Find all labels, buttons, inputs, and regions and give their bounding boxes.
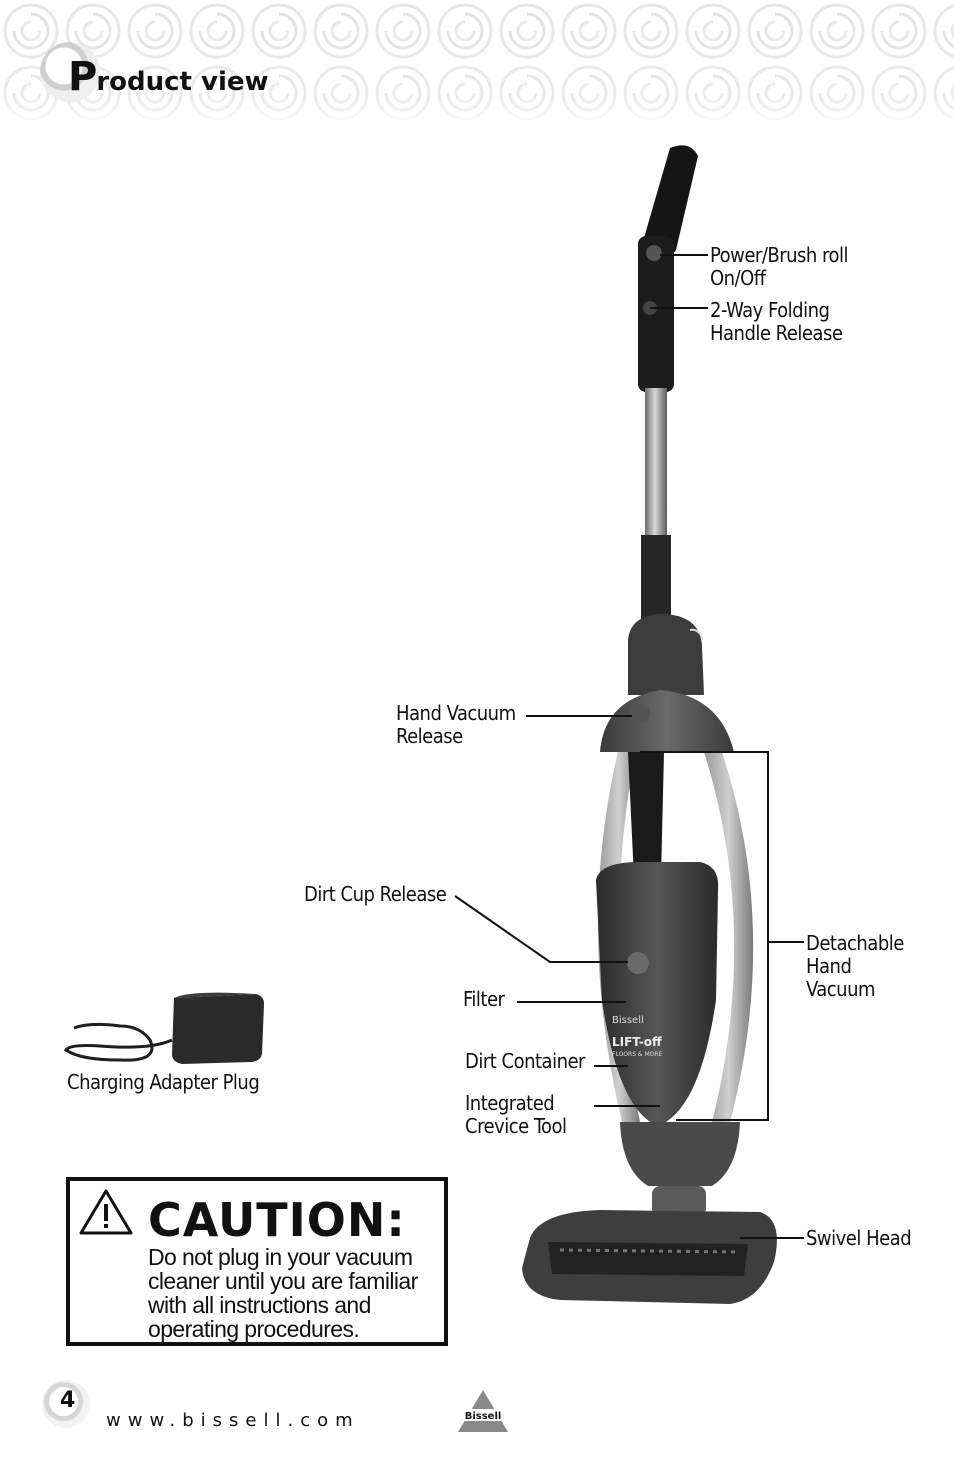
vacuum-base xyxy=(620,1122,740,1186)
charging-adapter-image xyxy=(63,992,264,1064)
swirl-pattern-header xyxy=(0,0,954,130)
power-button-icon xyxy=(646,245,662,261)
title-swirl-icon xyxy=(40,42,100,102)
vacuum-handle xyxy=(638,145,698,392)
caution-text: Do not plug in your vacuum cleaner until… xyxy=(148,1244,418,1342)
leader-lines xyxy=(454,254,804,1239)
bissell-logo-text: Bissell xyxy=(465,1411,502,1422)
label-hand-vacuum-release: Hand Vacuum Release xyxy=(396,701,516,748)
hand-vacuum-top xyxy=(600,690,734,752)
vacuum-neck xyxy=(628,614,704,695)
model-sub-marking: FLOORS & MORE xyxy=(612,1051,663,1058)
caution-title: CAUTION: xyxy=(148,1193,406,1247)
label-charging-adapter: Charging Adapter Plug xyxy=(67,1070,260,1094)
warning-icon xyxy=(79,1189,133,1235)
brand-marking: Bissell xyxy=(612,1015,644,1026)
label-dirt-cup-release: Dirt Cup Release xyxy=(304,882,447,906)
label-power-brush: Power/Brush roll On/Off xyxy=(710,243,849,290)
model-marking: LIFT-off xyxy=(612,1035,662,1049)
dirt-cup-release-icon xyxy=(627,952,649,974)
caution-box: CAUTION: Do not plug in your vacuum clea… xyxy=(66,1177,448,1346)
label-swivel-head: Swivel Head xyxy=(806,1226,912,1250)
frame-right xyxy=(704,752,754,1122)
page-title: Product view xyxy=(40,40,340,110)
page-title-text: Product view xyxy=(68,54,269,100)
label-detachable-hand-vacuum: Detachable Hand Vacuum xyxy=(806,931,904,1001)
title-initial: P xyxy=(68,54,97,100)
label-filter: Filter xyxy=(463,987,505,1011)
vacuum-rod xyxy=(645,388,667,540)
title-rest: roduct view xyxy=(96,67,269,97)
label-crevice-tool: Integrated Crevice Tool xyxy=(465,1091,567,1138)
label-folding-release: 2-Way Folding Handle Release xyxy=(710,298,843,345)
bissell-logo: Bissell xyxy=(452,1390,514,1432)
page-number: 4 xyxy=(60,1388,76,1413)
hand-release-button-icon xyxy=(630,703,650,723)
hand-vacuum-body xyxy=(596,862,719,1126)
page-number-swirl-icon xyxy=(42,1380,90,1428)
swivel-joint xyxy=(652,1186,706,1216)
label-dirt-container: Dirt Container xyxy=(465,1049,585,1073)
footer-url: www.bissell.com xyxy=(106,1410,360,1431)
